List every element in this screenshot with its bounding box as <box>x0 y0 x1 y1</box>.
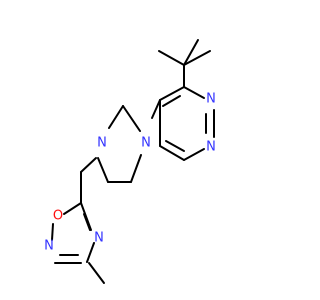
molecule-structure-diagram: N N N N O N N <box>44 39 216 284</box>
bond <box>63 202 82 215</box>
oxadiazole-n2-label: N <box>44 239 54 254</box>
bond <box>51 223 54 241</box>
oxadiazole-ring <box>51 202 95 264</box>
bond <box>86 242 95 263</box>
bond <box>162 95 181 107</box>
pyrimidine-n1-label: N <box>206 140 216 155</box>
pyrimidine-ring <box>159 86 215 161</box>
bond <box>165 140 185 152</box>
piperazine-ring <box>97 105 142 183</box>
bond <box>183 86 205 99</box>
oxadiazole-o1-label: O <box>53 209 63 224</box>
bond <box>158 50 185 66</box>
piperazine-n1-label: N <box>97 136 107 151</box>
bond <box>97 157 109 183</box>
tert-butyl-group <box>158 39 211 88</box>
oxadiazole-n4-label: N <box>94 231 104 246</box>
bond <box>151 99 161 119</box>
bond <box>80 157 97 173</box>
bond <box>130 154 142 183</box>
pyrimidine-n3-label: N <box>206 92 216 107</box>
bond <box>183 50 211 66</box>
bond <box>83 213 91 231</box>
bond <box>159 145 185 161</box>
bond <box>108 105 124 129</box>
bond <box>122 105 141 132</box>
bond <box>88 262 105 284</box>
bond <box>183 148 205 161</box>
piperazine-n4-label: N <box>141 136 151 151</box>
bond <box>159 86 185 101</box>
bond <box>183 39 199 66</box>
